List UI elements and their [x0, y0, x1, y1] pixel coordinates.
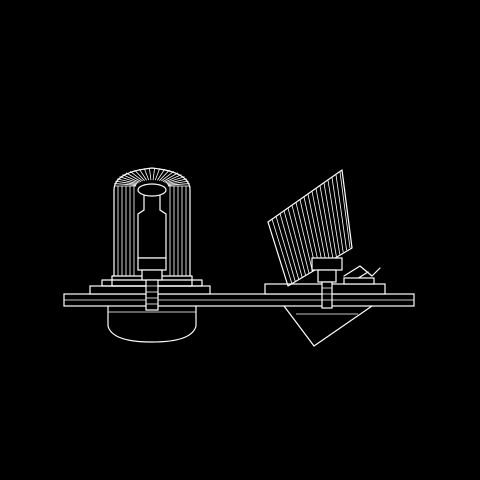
fixing-screw	[137, 257, 167, 311]
fin-line	[167, 180, 189, 185]
fin-line	[119, 176, 139, 184]
fin-line	[331, 177, 344, 253]
fin-line	[115, 180, 137, 185]
fin-line	[283, 210, 303, 278]
fin-line	[339, 171, 351, 249]
fin-line	[129, 170, 144, 182]
fin-line	[149, 167, 152, 181]
fin-line	[295, 202, 313, 272]
tilted-downlight	[267, 169, 373, 347]
fin-line	[134, 169, 145, 181]
heatsink-fins	[114, 167, 191, 276]
fin-line	[166, 178, 187, 184]
fin-line	[164, 174, 182, 183]
heatsink-fins	[271, 171, 351, 285]
fin-line	[138, 168, 147, 181]
fin-line	[279, 213, 300, 280]
fin-line	[311, 191, 327, 263]
fin-line	[125, 172, 142, 182]
mounting-plate	[63, 283, 415, 307]
fin-line	[327, 180, 341, 255]
fin-line	[315, 188, 330, 261]
fin-line	[167, 183, 190, 186]
fin-line	[323, 182, 337, 257]
fin-line	[117, 178, 138, 184]
fin-line	[271, 218, 293, 285]
fin-line	[152, 167, 155, 181]
fin-line	[143, 168, 150, 181]
fin-line	[114, 183, 137, 186]
fixed-downlight	[101, 167, 203, 287]
fin-line	[319, 185, 334, 259]
fin-line	[287, 207, 307, 276]
fin-line	[122, 174, 140, 183]
fin-line	[291, 205, 310, 274]
fin-line	[307, 194, 324, 266]
fin-line	[160, 170, 175, 182]
fin-line	[165, 176, 185, 184]
fin-line	[154, 168, 161, 181]
fin-line	[157, 168, 166, 181]
fin-line	[335, 174, 347, 251]
diffuser-lens	[107, 305, 197, 343]
fin-line	[159, 169, 170, 181]
fin-line	[275, 216, 296, 282]
fin-line	[303, 196, 320, 268]
spring-clip	[343, 265, 381, 285]
fin-line	[162, 172, 179, 182]
